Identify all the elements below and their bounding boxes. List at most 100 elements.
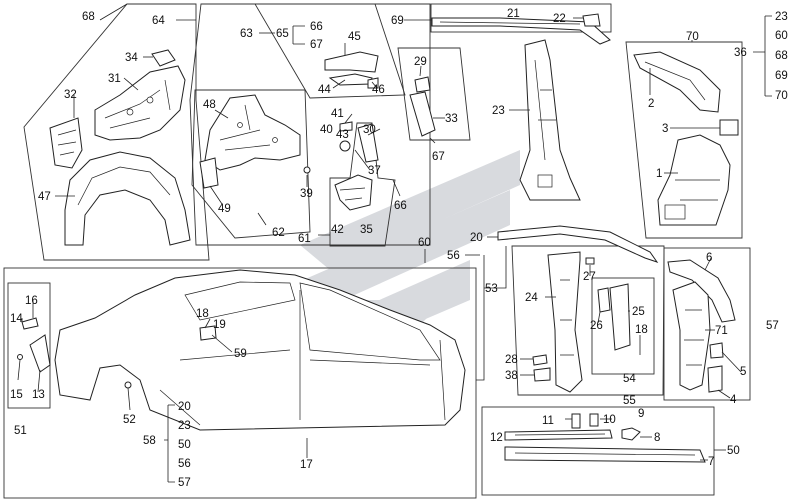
callout-labels: 68 64 34 31 32 47 63 65 66 67 45 44 46 4… (10, 8, 788, 489)
frame-group-69 (430, 3, 612, 33)
part-31-wheelhouse-upper (94, 65, 186, 141)
callout-group58-56: 56 (178, 458, 191, 470)
part-44-strip (328, 73, 373, 86)
callout-26: 26 (590, 320, 603, 332)
callout-64: 64 (152, 15, 165, 27)
callout-15: 15 (10, 389, 23, 401)
callout-67-mid: 67 (432, 151, 445, 163)
callout-59: 59 (234, 348, 247, 360)
callout-63: 63 (240, 28, 253, 40)
callout-6: 6 (706, 252, 712, 264)
callout-68: 68 (82, 11, 95, 23)
frame-group-67 (397, 47, 471, 141)
callout-group36-68: 68 (775, 50, 788, 62)
callout-13: 13 (32, 389, 45, 401)
callout-66-mid: 66 (394, 200, 407, 212)
frame-group-57 (663, 247, 751, 401)
part-2-a-pillar-upper (633, 51, 721, 113)
callout-2: 2 (648, 98, 654, 110)
callout-43: 43 (336, 129, 349, 141)
callout-51: 51 (14, 425, 27, 437)
group-frames (3, 3, 751, 499)
callout-56: 56 (447, 250, 460, 262)
callout-8: 8 (654, 432, 660, 444)
part-1-a-pillar-lower (657, 134, 731, 226)
callout-53: 53 (485, 283, 498, 295)
part-28-clip (532, 354, 548, 366)
callout-70: 70 (686, 31, 699, 43)
callout-41: 41 (331, 108, 344, 120)
frame-group-60 (3, 267, 477, 499)
callout-group36-70: 70 (775, 90, 788, 102)
part-32-bracket (49, 117, 83, 169)
callout-10: 10 (603, 414, 616, 426)
callout-71: 71 (715, 325, 728, 337)
frame-group-51 (7, 282, 51, 409)
callout-66-top: 66 (310, 21, 323, 33)
part-40-pad (339, 121, 353, 132)
part-33-reinforcement (409, 91, 436, 137)
callout-27: 27 (583, 271, 596, 283)
part-25-reinforcement (609, 283, 631, 351)
part-52-plug (124, 381, 132, 389)
callout-5: 5 (740, 366, 746, 378)
callout-65: 65 (276, 28, 289, 40)
callout-group36-69: 69 (775, 70, 788, 82)
part-43-grommet (339, 140, 351, 152)
callout-group58-23: 23 (178, 420, 191, 432)
callout-group36-60: 60 (775, 30, 788, 42)
callout-62: 62 (272, 227, 285, 239)
frame-group-64 (189, 3, 431, 246)
frame-group-53 (511, 245, 665, 396)
callout-61: 61 (298, 233, 311, 245)
part-38-bracket (533, 367, 551, 382)
parts-art (17, 13, 739, 463)
callout-24: 24 (525, 292, 538, 304)
part-5-bracket (709, 342, 724, 359)
frame-group-63 (254, 3, 406, 99)
callout-37: 37 (368, 165, 381, 177)
callout-49: 49 (218, 203, 231, 215)
part-3-bracket (719, 119, 739, 136)
callout-32: 32 (64, 89, 77, 101)
callout-30: 30 (363, 124, 376, 136)
part-71-hinge-pillar (672, 281, 711, 391)
frame-group-68 (23, 3, 210, 261)
part-29-clip (414, 76, 431, 93)
part-47-wheelhouse-outer (64, 151, 191, 246)
part-27-clip (585, 257, 595, 265)
part-21-roof-rail (431, 17, 611, 45)
callout-21: 21 (507, 8, 520, 20)
part-23-b-pillar (519, 39, 581, 201)
callout-23: 23 (492, 105, 505, 117)
callout-67-top: 67 (310, 39, 323, 51)
part-11-bracket (571, 413, 581, 429)
part-17-body-side-outer (54, 269, 466, 431)
part-24-b-pillar-reinforcement (547, 251, 583, 393)
callout-44: 44 (318, 84, 331, 96)
callout-54: 54 (623, 373, 636, 385)
leader-lines (17, 3, 772, 483)
part-4-reinforcement (707, 365, 723, 393)
part-15-rivet (17, 354, 23, 360)
callout-58: 58 (143, 435, 156, 447)
part-34-clip (151, 49, 176, 67)
callout-3: 3 (662, 123, 668, 135)
callout-34: 34 (125, 52, 138, 64)
part-26-bracket (597, 287, 611, 313)
frame-group-54 (591, 277, 655, 375)
part-7-rocker-inner (504, 446, 706, 463)
callout-4: 4 (730, 394, 737, 406)
part-42-bracket (334, 174, 373, 211)
callout-28: 28 (505, 354, 518, 366)
callout-57: 57 (766, 320, 779, 332)
callout-25: 25 (632, 306, 645, 318)
callout-11: 11 (542, 415, 554, 427)
part-12-sill-reinforcement (504, 429, 613, 441)
callout-group36-23: 23 (775, 11, 788, 23)
callout-22: 22 (553, 13, 566, 25)
part-48-inner-panel (204, 94, 301, 171)
callout-9: 9 (638, 408, 644, 420)
callout-46: 46 (372, 84, 385, 96)
part-8-plug (621, 427, 641, 441)
